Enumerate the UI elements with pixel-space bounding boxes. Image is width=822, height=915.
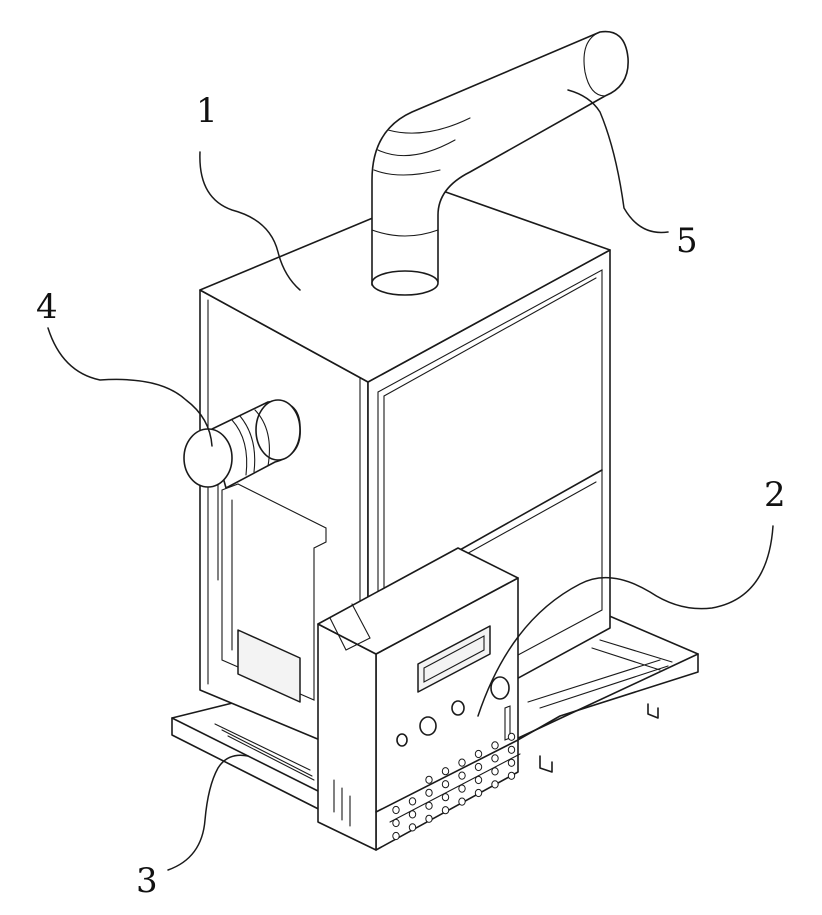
vent-hole <box>459 798 465 805</box>
label-5: 5 <box>676 221 698 261</box>
vent-hole <box>492 781 498 788</box>
vent-hole <box>409 798 415 805</box>
label-3: 3 <box>136 861 158 901</box>
vent-hole <box>475 750 481 757</box>
vent-hole <box>475 789 481 796</box>
vent-hole <box>492 768 498 775</box>
label-2: 2 <box>764 475 786 515</box>
vent-hole <box>393 806 399 813</box>
label-4: 4 <box>36 287 58 327</box>
vent-hole <box>508 733 514 740</box>
vent-hole <box>426 776 432 783</box>
vent-hole <box>492 742 498 749</box>
vent-hole <box>442 794 448 801</box>
vent-hole <box>426 815 432 822</box>
leader-line-3 <box>168 755 248 870</box>
vent-hole <box>426 802 432 809</box>
vent-hole <box>426 789 432 796</box>
vent-hole <box>508 746 514 753</box>
vent-hole <box>475 776 481 783</box>
vent-hole <box>409 811 415 818</box>
vent-hole <box>442 781 448 788</box>
label-1: 1 <box>196 91 218 131</box>
leader-line-4 <box>48 328 212 446</box>
vent-hole <box>393 819 399 826</box>
leader-line-5 <box>568 90 668 233</box>
vent-hole <box>492 755 498 762</box>
vent-hole <box>508 772 514 779</box>
vent-hole <box>459 785 465 792</box>
vent-hole <box>459 759 465 766</box>
vent-hole <box>409 824 415 831</box>
vent-hole <box>459 772 465 779</box>
vent-hole <box>442 768 448 775</box>
vent-hole <box>442 807 448 814</box>
vent-hole <box>508 759 514 766</box>
vent-hole <box>393 832 399 839</box>
vent-hole <box>475 763 481 770</box>
